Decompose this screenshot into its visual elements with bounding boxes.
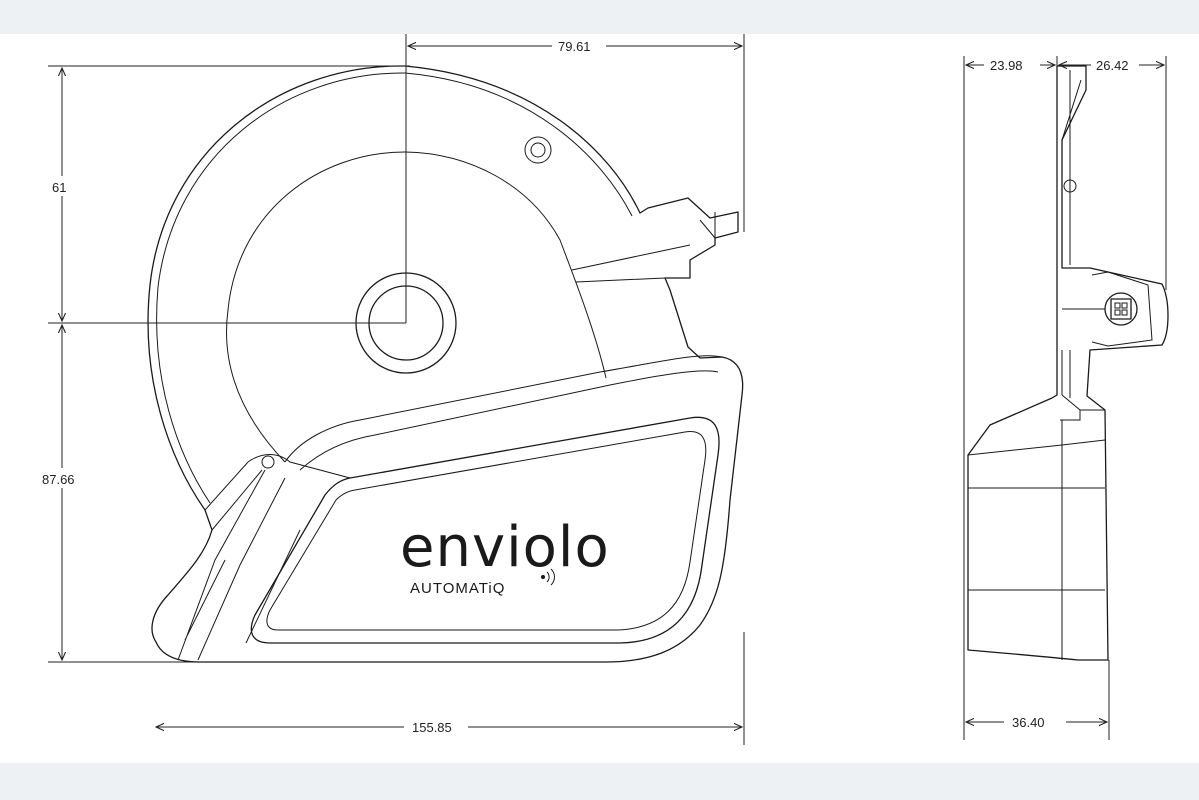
front-view: enviolo AUTOMATiQ [147, 65, 744, 663]
wireless-signal-icon [541, 568, 555, 586]
enviolo-logo: enviolo [400, 515, 610, 580]
side-dimensions: 23.98 26.42 36.40 [963, 56, 1167, 740]
small-rivet [261, 455, 275, 469]
housing-outline [147, 65, 744, 663]
dim-label-87-66: 87.66 [42, 472, 75, 487]
dim-label-79-61: 79.61 [558, 39, 591, 54]
connector-pin [1114, 302, 1121, 309]
bottom-band [0, 763, 1199, 800]
top-band [0, 0, 1199, 34]
cover-plate-frame [250, 416, 720, 644]
side-screw-hole [1063, 179, 1077, 193]
cover-plate-inner [266, 431, 707, 631]
housing-inner-outline [156, 72, 633, 504]
screw-hole-inner [530, 142, 546, 158]
connector-port [1110, 298, 1132, 320]
automatiq-label: AUTOMATiQ [410, 580, 505, 597]
side-outline [967, 65, 1169, 661]
drawing-panel [0, 34, 1199, 763]
dim-label-61: 61 [52, 180, 66, 195]
dim-label-26-42: 26.42 [1096, 58, 1129, 73]
screw-hole-outer [524, 136, 552, 164]
inner-disc [226, 151, 607, 463]
side-view [967, 65, 1169, 661]
connector-port-ring [1104, 292, 1138, 326]
connector-pin [1114, 309, 1121, 316]
dim-label-36-40: 36.40 [1012, 715, 1045, 730]
connector-pin [1121, 309, 1128, 316]
dim-label-155-85: 155.85 [412, 720, 452, 735]
dim-label-23-98: 23.98 [990, 58, 1023, 73]
front-dimensions: 61 87.66 79.61 155.85 [40, 34, 745, 745]
cover-edge-lines [284, 355, 723, 471]
connector-pin [1121, 302, 1128, 309]
connector-lines [571, 212, 716, 283]
side-inner-lines [967, 70, 1153, 660]
side-strut-lines [177, 454, 351, 661]
